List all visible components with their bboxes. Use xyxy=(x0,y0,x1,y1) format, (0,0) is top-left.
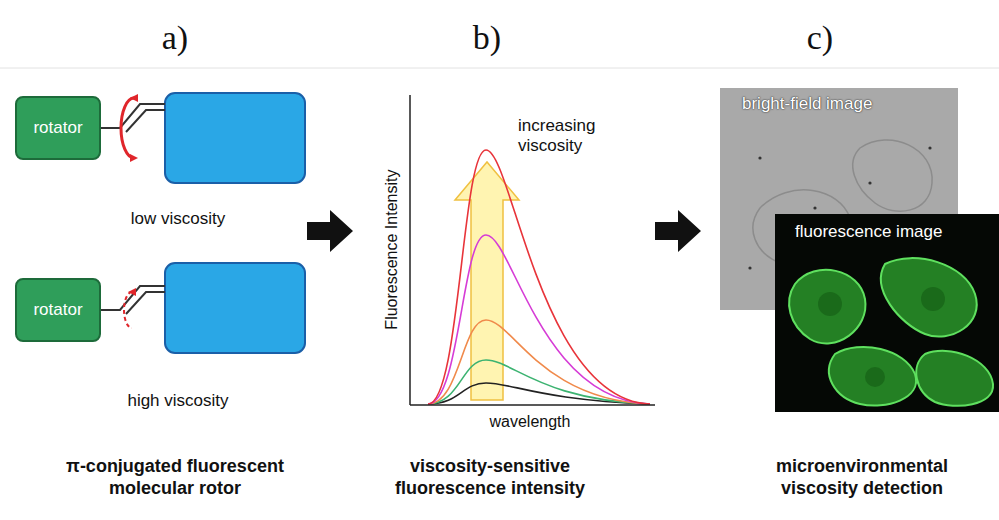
bond-line xyxy=(126,110,165,132)
axis-title: wavelength xyxy=(450,412,610,431)
image-panel: fluorescence image xyxy=(775,214,999,412)
rotation-arrow xyxy=(121,98,134,158)
panel-caption: π-conjugated fluorescent molecular rotor xyxy=(25,456,325,499)
speck xyxy=(868,181,871,184)
panel-letter: c) xyxy=(780,18,860,59)
bond-line xyxy=(126,292,165,314)
cell-outline xyxy=(853,140,932,211)
panel-letter: a) xyxy=(135,18,215,59)
speck xyxy=(928,146,931,149)
flow-arrow xyxy=(655,210,701,252)
acceptor-block xyxy=(165,263,305,353)
rotation-arrow xyxy=(124,292,132,328)
axis-title: Fluorescence Intensity xyxy=(382,120,401,380)
x-axis xyxy=(410,404,655,406)
cell xyxy=(881,258,977,336)
spectrum-curve xyxy=(428,150,650,404)
spectrum-curve xyxy=(428,320,650,404)
cell-image xyxy=(775,214,999,412)
flow-arrow xyxy=(307,210,353,252)
panel-letter: b) xyxy=(447,18,527,59)
cell xyxy=(829,347,916,406)
state-label: low viscosity xyxy=(78,209,278,229)
panel-label: fluorescence image xyxy=(795,222,942,242)
speck xyxy=(758,156,761,159)
rotator-box: rotator xyxy=(15,96,101,160)
molecule-high xyxy=(101,263,305,353)
y-axis xyxy=(409,95,411,405)
nucleus xyxy=(818,292,842,316)
nucleus xyxy=(865,367,885,387)
panel-label: bright-field image xyxy=(742,94,872,114)
spectrum-chart xyxy=(410,95,655,405)
acceptor-block xyxy=(165,93,305,183)
header-rule xyxy=(0,68,999,69)
cell xyxy=(789,270,865,344)
panel-caption: microenvironmental viscosity detection xyxy=(759,456,965,499)
panel-caption: viscosity-sensitive fluorescence intensi… xyxy=(384,456,596,499)
rotator-label: rotator xyxy=(33,300,82,320)
cell xyxy=(916,351,993,406)
speck xyxy=(748,266,751,269)
rotator-box: rotator xyxy=(15,278,101,342)
nucleus xyxy=(921,287,945,311)
trend-label: increasing viscosity xyxy=(518,116,630,157)
molecule-low xyxy=(101,93,305,183)
speck xyxy=(813,206,816,209)
rotator-label: rotator xyxy=(33,118,82,138)
state-label: high viscosity xyxy=(78,391,278,411)
